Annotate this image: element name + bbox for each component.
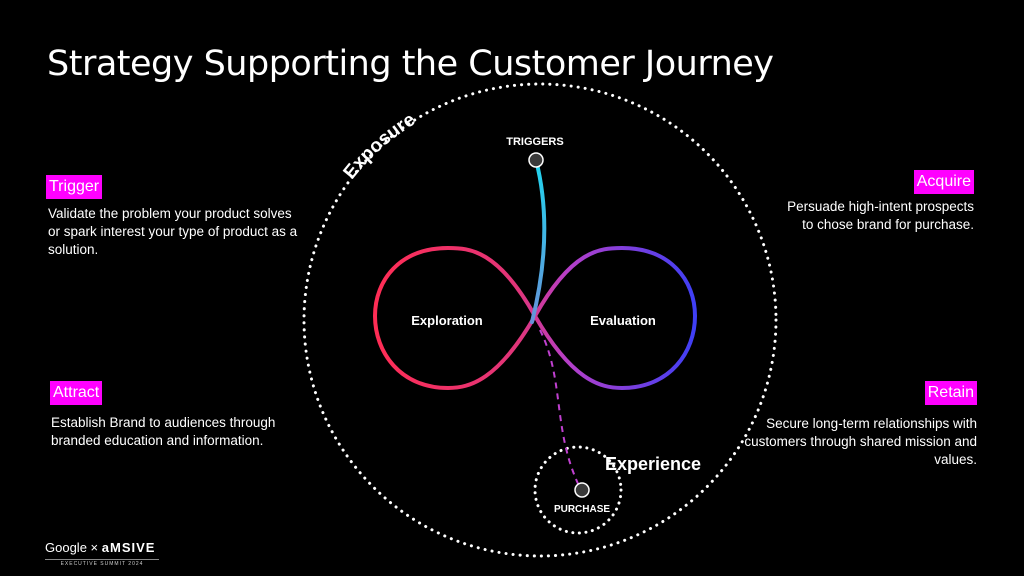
- logo-separator: ×: [90, 540, 99, 555]
- exposure-circle: [302, 82, 778, 558]
- retain-tag: Retain: [924, 381, 977, 405]
- retain-description: Secure long-term relationships with cust…: [744, 416, 977, 467]
- amsive-wordmark: aMSIVE: [101, 540, 156, 555]
- exposure-label: Exposure: [340, 109, 420, 183]
- trigger-line: [530, 158, 547, 324]
- footer-logo: Google × aMSIVE: [45, 540, 155, 555]
- triggers-node: [528, 152, 544, 168]
- acquire-description: Persuade high-intent prospects to chose …: [787, 199, 974, 232]
- experience-circle: [533, 445, 623, 535]
- triggers-label: TRIGGERS: [506, 136, 563, 148]
- experience-label: Experience: [605, 454, 701, 474]
- purchase-label: PURCHASE: [554, 504, 610, 515]
- attract-tag: Attract: [50, 381, 103, 405]
- trigger-tag: Trigger: [46, 175, 103, 199]
- logo-subtitle: EXECUTIVE SUMMIT 2024: [45, 559, 159, 567]
- purchase-node: [574, 482, 590, 498]
- exploration-label: Exploration: [411, 313, 483, 328]
- attract-description: Establish Brand to audiences through bra…: [51, 415, 276, 448]
- evaluation-label: Evaluation: [590, 313, 656, 328]
- acquire-tag: Acquire: [913, 170, 974, 194]
- trigger-description: Validate the problem your product solves…: [48, 206, 298, 257]
- purchase-line: [539, 329, 581, 489]
- page-title: Strategy Supporting the Customer Journey: [47, 44, 774, 84]
- google-wordmark: Google: [45, 540, 87, 555]
